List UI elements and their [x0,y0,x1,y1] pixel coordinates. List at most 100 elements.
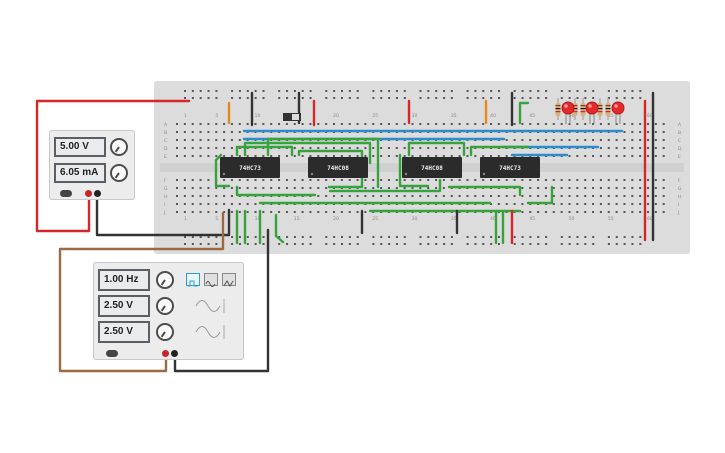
wire-generator-signal[interactable] [58,211,225,373]
wire-supply-positive[interactable] [35,99,191,233]
terminal-hole [466,179,469,181]
chip-74hc73[interactable]: 74HC73 [220,157,280,178]
terminal-hole [325,211,328,213]
generator-negative-terminal[interactable] [171,350,178,357]
terminal-hole [623,139,626,141]
chip-74hc73[interactable]: 74HC73 [480,157,540,178]
chip-74hc08[interactable]: 74HC08 [402,157,462,178]
chip-notch [310,172,314,176]
terminal-hole [654,123,657,125]
generator-positive-terminal[interactable] [162,350,169,357]
terminal-hole [599,195,602,197]
terminal-hole [403,147,406,149]
rail-hole [254,90,257,92]
wire-green-10[interactable] [328,178,442,193]
terminal-hole [317,187,320,189]
rail-hole [207,243,210,245]
rail-hole [639,236,642,238]
terminal-hole [230,131,233,133]
rail-hole [521,243,524,245]
rail-hole [450,243,453,245]
amplitude-knob[interactable] [156,297,174,315]
wire-green-5[interactable] [297,149,364,189]
terminal-hole [490,155,492,157]
terminal-hole [230,155,233,157]
wire-green-4[interactable] [214,153,231,188]
power-supply[interactable]: 5.00 V 6.05 mA [49,130,135,200]
generator-power-toggle[interactable] [106,350,118,357]
terminal-hole [176,123,178,125]
terminal-hole [364,187,367,189]
wire-green-6[interactable] [407,141,466,157]
wire-green-7[interactable] [398,153,430,188]
terminal-hole [246,211,249,213]
resistor[interactable] [605,103,611,116]
rail-hole [395,90,398,92]
terminal-hole [552,139,555,141]
rail-hole [537,90,540,92]
wire-green-13[interactable] [447,185,522,197]
wire-green-top[interactable] [518,101,530,125]
chip-notch [482,172,486,176]
wire-green-18[interactable] [274,213,285,244]
wire-green-9[interactable] [235,185,317,197]
power-toggle[interactable] [60,190,72,197]
terminal-hole [325,155,328,157]
terminal-hole [513,179,516,181]
resistor[interactable] [597,103,603,116]
sawtooth-wave-button[interactable] [204,273,218,287]
rail-hole [199,236,202,238]
terminal-hole [254,203,257,205]
terminal-hole [639,147,642,149]
wire-green-8[interactable] [469,145,530,157]
offset-knob[interactable] [156,323,174,341]
rail-hole [466,243,469,245]
wire-green-3[interactable] [266,137,380,189]
positive-terminal[interactable] [85,190,92,197]
wire-green-14[interactable] [526,185,554,205]
terminal-hole [474,195,477,197]
terminal-hole [183,195,186,197]
rail-hole [631,236,634,238]
wire-green-2[interactable] [243,141,372,165]
terminal-hole [513,203,516,205]
led-red[interactable] [561,101,575,115]
terminal-hole [238,123,241,125]
led-red[interactable] [611,101,625,115]
terminal-hole [631,147,634,149]
square-wave-button[interactable] [186,273,200,287]
rail-hole [474,243,477,245]
terminal-hole [552,195,555,197]
wire-supply-negative[interactable] [95,194,231,237]
function-generator[interactable]: 1.00 Hz 2.50 V 2.50 V [93,262,244,360]
terminal-hole [607,155,610,157]
terminal-hole [654,147,657,149]
triangle-wave-button[interactable] [222,273,236,287]
chip-74hc08[interactable]: 74HC08 [308,157,368,178]
voltage-knob[interactable] [110,138,128,156]
terminal-hole [607,123,610,125]
wire-green-1[interactable] [235,145,294,157]
terminal-hole [450,155,453,157]
terminal-hole [317,123,320,125]
column-number: 45 [529,113,535,119]
resistor[interactable] [555,103,561,116]
frequency-knob[interactable] [156,271,174,289]
current-knob[interactable] [110,164,128,182]
terminal-hole [364,155,367,157]
negative-terminal[interactable] [94,190,101,197]
led-red[interactable] [585,101,599,115]
rail-hole [513,97,516,99]
resistor-band [572,111,578,113]
terminal-hole [592,123,595,125]
terminal-hole [639,139,642,141]
terminal-hole [223,147,226,149]
wire-generator-ground[interactable] [173,228,270,373]
terminal-hole [529,139,532,141]
rail-hole [286,236,289,238]
terminal-hole [238,139,241,141]
resistor[interactable] [580,103,586,116]
terminal-hole [584,139,587,141]
